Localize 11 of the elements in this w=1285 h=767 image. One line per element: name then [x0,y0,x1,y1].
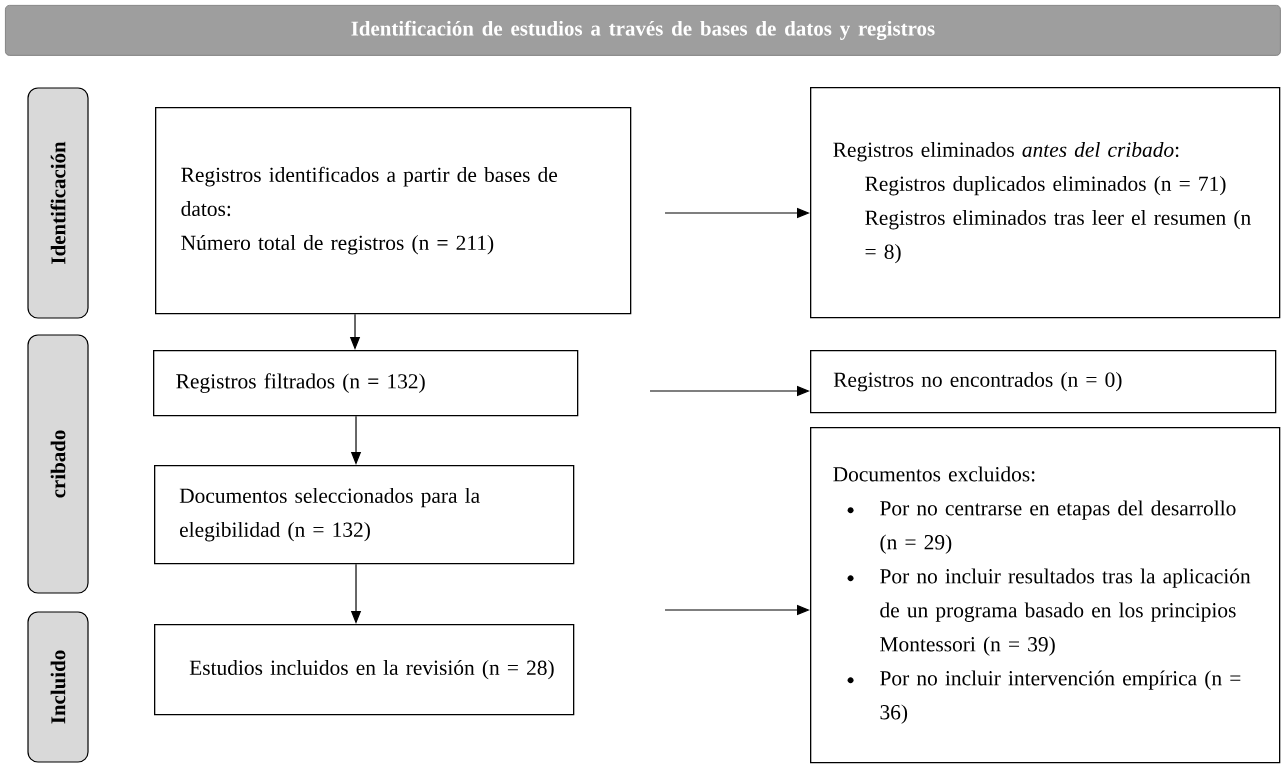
stage-label: Incluido [27,611,89,763]
process-box: Documentos excluidos: Por no centrarse en etapas del desarrollo (n = 29) Por no incluir resultados tras la aplicación de un programa basado en los principios Montessori (n = 39) Por no incluir intervención empírica (n = 36) [810,427,1281,764]
process-box: Registros filtrados (n = 132) [153,350,579,417]
process-box: Registros no encontrados (n = 0) [810,350,1277,414]
process-box: Estudios incluidos en la revisión (n = 28) [154,624,575,716]
stage-label: Identificación [27,87,89,319]
header-band: Identificación de estudios a través de bases de datos y registros [5,4,1281,56]
process-box: Documentos seleccionados para la elegibilidad (n = 132) [154,465,575,565]
process-box: Registros eliminados antes del cribado: Registros duplicados eliminados (n = 71) Registros eliminados tras leer el resumen (n = 8) [810,86,1281,319]
stage-label: cribado [27,334,89,594]
process-box: Registros identificados a partir de bases de datos: Número total de registros (n = 211) [155,106,632,315]
